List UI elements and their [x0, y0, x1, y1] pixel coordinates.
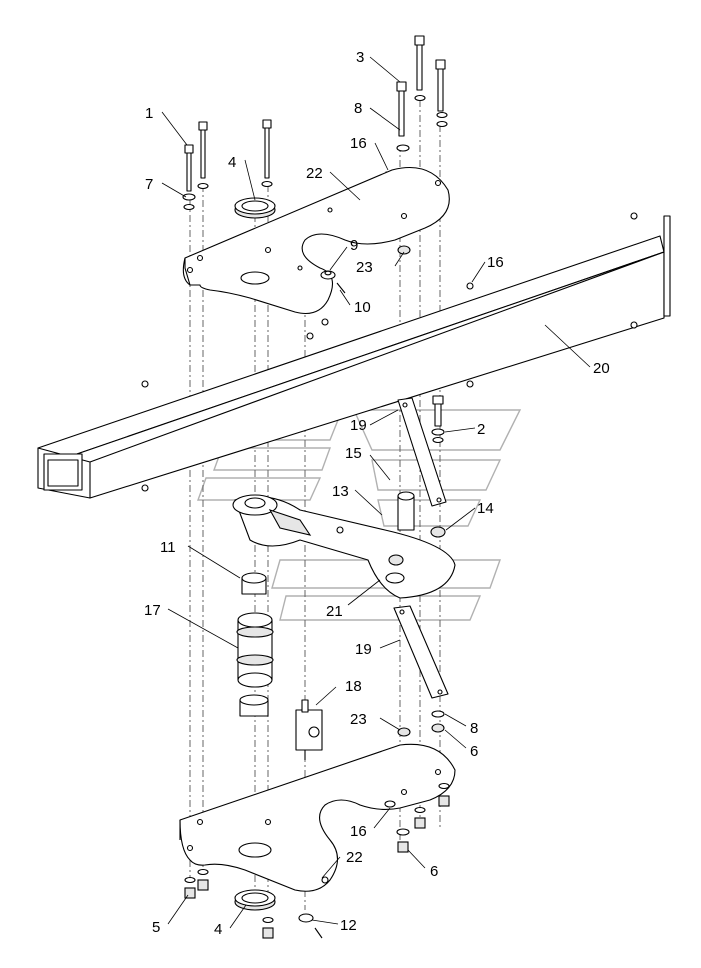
callout-23-bottom: 23 [350, 711, 367, 728]
callout-22-bottom: 22 [346, 849, 363, 866]
callout-19-top: 19 [350, 417, 367, 434]
callout-6-a: 6 [470, 743, 478, 760]
callout-9: 9 [350, 237, 358, 254]
link-lower [393, 605, 449, 737]
callout-21: 21 [326, 603, 343, 620]
callout-12: 12 [340, 917, 357, 934]
bolt-group-left [182, 119, 273, 211]
lever-arm [232, 491, 456, 599]
callout-8-top: 8 [354, 100, 362, 117]
spindle-assembly [236, 572, 274, 717]
callout-6-b: 6 [430, 863, 438, 880]
pivot-block [295, 699, 323, 760]
bushing-bottom [234, 889, 276, 911]
main-beam [37, 212, 671, 499]
callout-14: 14 [477, 500, 494, 517]
callout-3: 3 [356, 49, 364, 66]
callout-20: 20 [593, 360, 610, 377]
callout-1: 1 [145, 105, 153, 122]
callout-23-top: 23 [356, 259, 373, 276]
link-upper [397, 395, 447, 507]
upper-plate [182, 166, 450, 326]
callout-4-top: 4 [228, 154, 236, 171]
bolt-group-right [385, 35, 448, 183]
callout-17: 17 [144, 602, 161, 619]
callout-13: 13 [332, 483, 349, 500]
lower-fasteners [184, 782, 450, 939]
callout-labels: 1 2 3 4 4 5 6 6 7 8 8 9 10 11 12 13 14 1… [144, 49, 610, 938]
callout-5: 5 [152, 919, 160, 936]
callout-16-mid: 16 [487, 254, 504, 271]
callout-11: 11 [160, 539, 176, 556]
bushing-top [234, 197, 276, 219]
callout-10: 10 [354, 299, 371, 316]
lower-plate [179, 743, 456, 892]
callout-8-bottom: 8 [470, 720, 478, 737]
callout-16-bottom: 16 [350, 823, 367, 840]
callout-18: 18 [345, 678, 362, 695]
callout-22-top: 22 [306, 165, 323, 182]
callout-15: 15 [345, 445, 362, 462]
callout-7: 7 [145, 176, 153, 193]
leader-lines [161, 56, 591, 929]
callout-4-bottom: 4 [214, 921, 222, 938]
callout-16-top: 16 [350, 135, 367, 152]
callout-19-bottom: 19 [355, 641, 372, 658]
callout-2: 2 [477, 421, 485, 438]
washer-and-pin-top [320, 245, 411, 294]
